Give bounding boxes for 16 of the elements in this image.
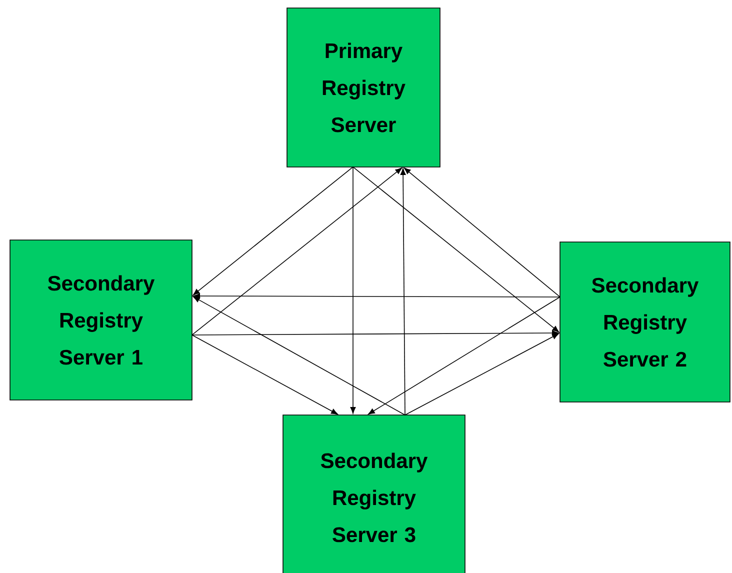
server-box: Secondary Registry Server 1 (10, 240, 192, 400)
arrow (368, 296, 560, 415)
arrow (404, 333, 559, 416)
arrow (192, 330, 559, 336)
arrow (192, 168, 402, 336)
arrow (192, 166, 354, 296)
arrow (352, 166, 560, 332)
server-box: Primary Registry Server (286, 8, 440, 168)
arrow (404, 168, 560, 298)
server-box: Secondary Registry Server 3 (282, 414, 466, 573)
arrow (193, 293, 560, 299)
arrow (192, 334, 338, 415)
server-box: Secondary Registry Server 2 (560, 242, 730, 402)
arrow (193, 296, 406, 416)
arrow (350, 166, 356, 414)
arrow (400, 168, 406, 416)
